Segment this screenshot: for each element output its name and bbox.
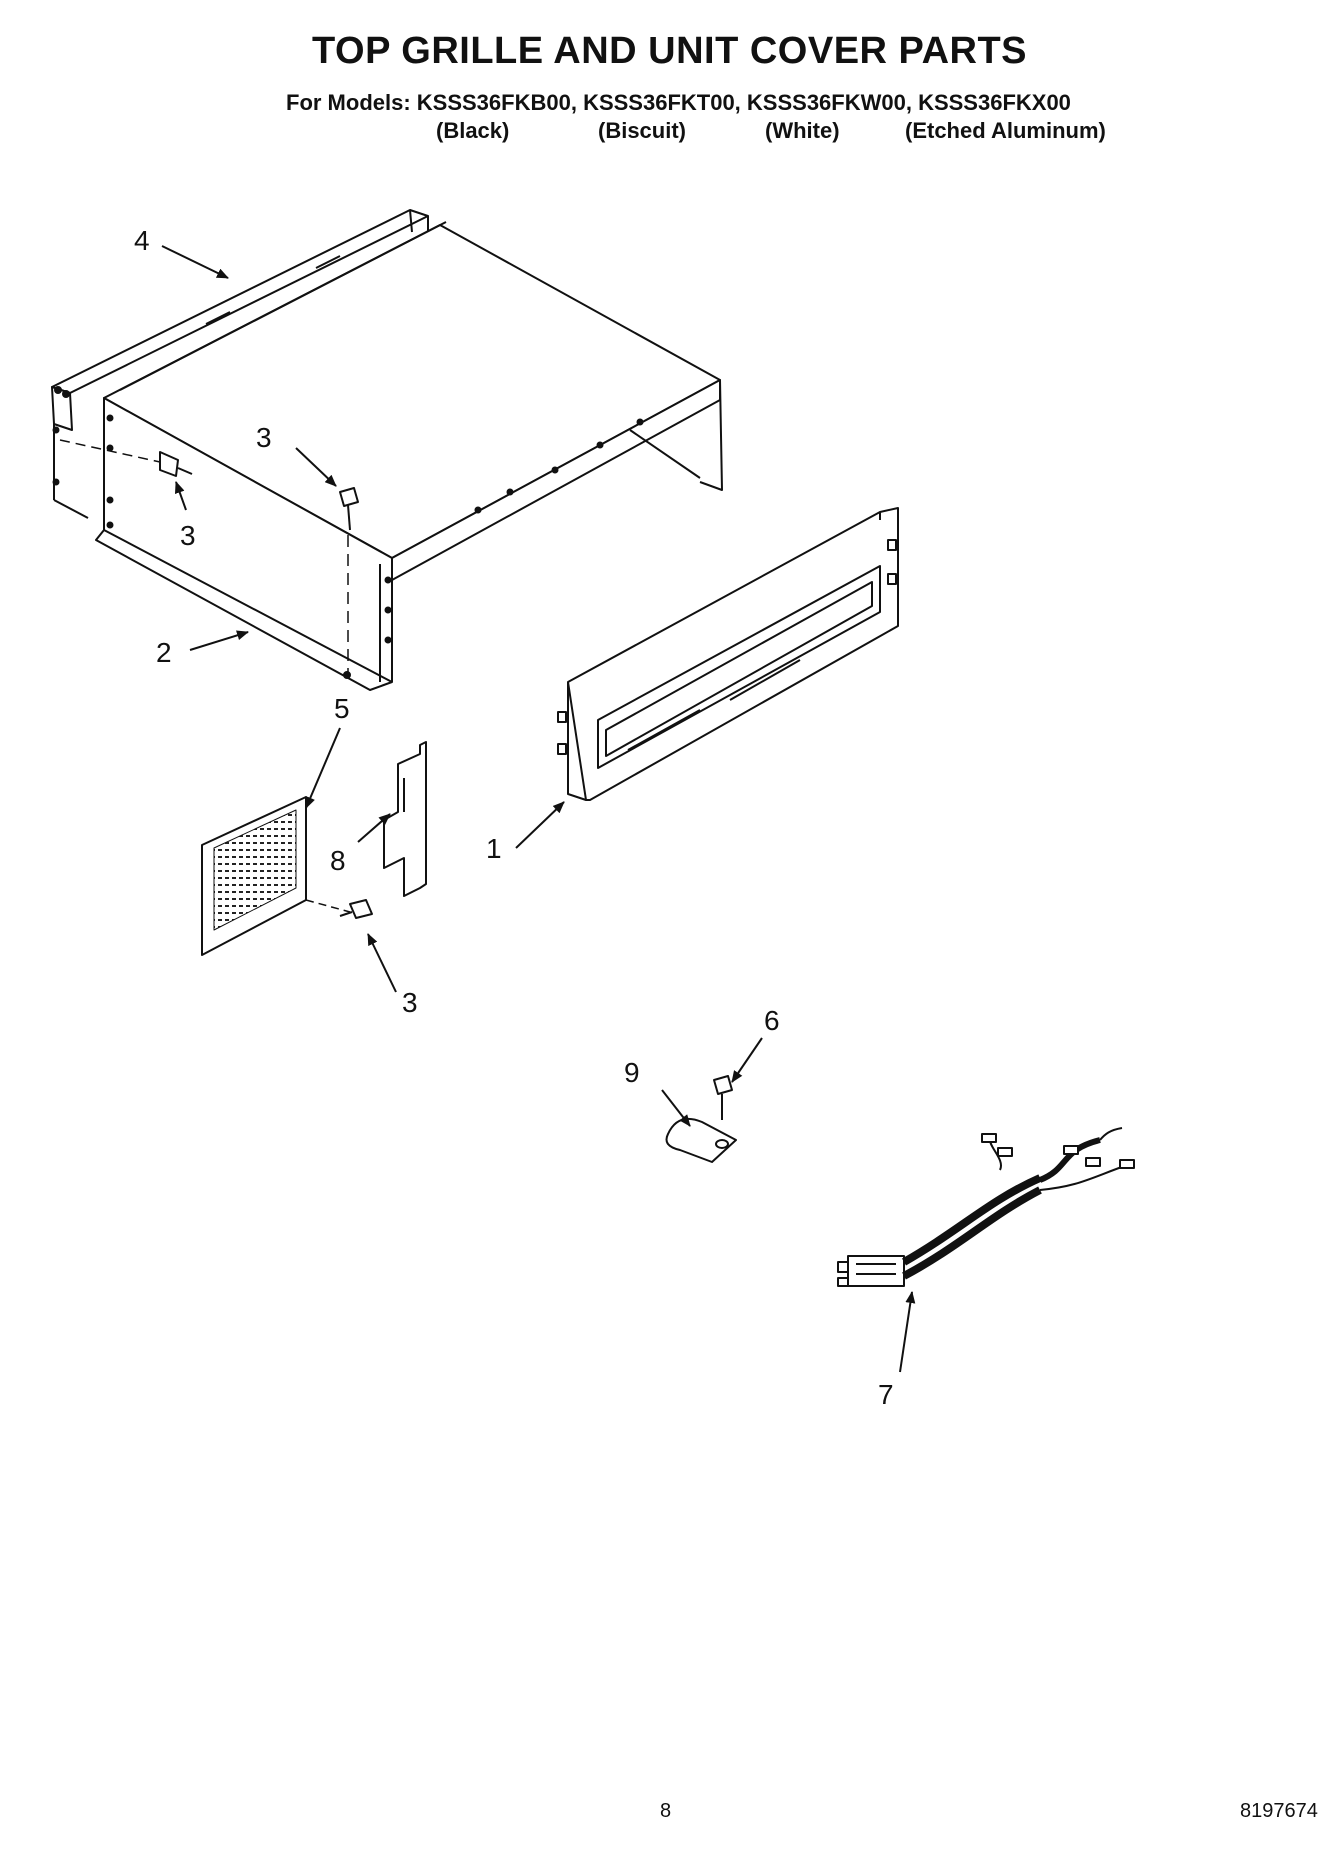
screw-part-3-left: [59, 439, 193, 477]
document-number: 8197674: [1240, 1800, 1318, 1822]
finish-white: (White): [765, 118, 840, 143]
screw-part-3-top: [339, 487, 359, 679]
screw-part-3-plate: [339, 899, 373, 919]
callout-3-plate: 3: [402, 987, 418, 1018]
callout-6: 6: [764, 1005, 780, 1036]
callout-1: 1: [486, 833, 502, 864]
callout-8: 8: [330, 845, 346, 876]
finish-etched-aluminum: (Etched Aluminum): [905, 118, 1106, 143]
unit-cover-part-2: [95, 221, 723, 691]
vent-plate-part-5: [201, 796, 351, 956]
callout-4: 4: [134, 225, 150, 256]
callout-2: 2: [156, 637, 172, 668]
callout-7: 7: [878, 1379, 894, 1410]
finish-black: (Black): [436, 118, 510, 143]
models-line: For Models: KSSS36FKB00, KSSS36FKT00, KS…: [286, 90, 1071, 115]
baffle-part-8: [383, 741, 427, 897]
callout-5: 5: [334, 693, 350, 724]
clamp-part-9: [665, 1118, 737, 1163]
callout-3-top: 3: [256, 422, 272, 453]
page-title: TOP GRILLE AND UNIT COVER PARTS: [311, 30, 1028, 72]
finish-biscuit: (Biscuit): [598, 118, 686, 143]
grille-frame-part-1: [557, 507, 899, 801]
callout-3-left: 3: [180, 520, 196, 551]
screw-part-6: [713, 1075, 733, 1120]
page-number: 8: [660, 1800, 672, 1822]
callout-9: 9: [624, 1057, 640, 1088]
wire-harness-part-7: [837, 1127, 1135, 1287]
rear-rail-part-4: [51, 209, 429, 519]
